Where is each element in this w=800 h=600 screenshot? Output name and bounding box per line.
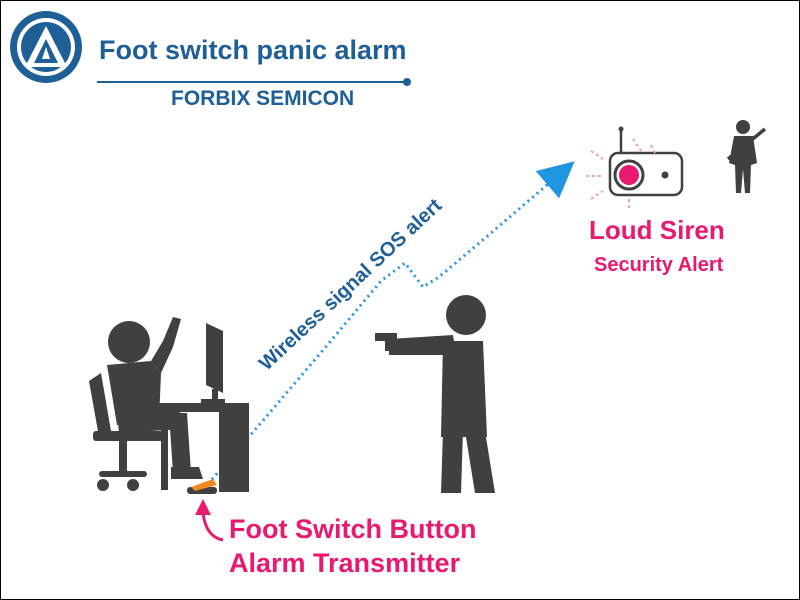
page-title: Foot switch panic alarm	[99, 35, 407, 65]
brand-name: FORBIX SEMICON	[171, 87, 355, 110]
intruder-icon	[375, 295, 495, 493]
security-guard-icon	[726, 120, 767, 193]
foot-switch-label: Foot Switch Button	[229, 514, 477, 544]
forbix-logo-icon	[10, 11, 82, 83]
foot-switch-icon	[187, 479, 217, 494]
siren-sublabel: Security Alert	[594, 254, 724, 276]
header-underline	[97, 78, 411, 86]
foot-switch-pointer-arrow	[195, 499, 224, 542]
siren-alarm-icon	[586, 126, 684, 211]
foot-switch-sublabel: Alarm Transmitter	[229, 548, 461, 578]
wireless-signal-path	[206, 161, 575, 485]
siren-label: Loud Siren	[589, 215, 725, 245]
desk-computer-icon	[157, 323, 249, 492]
office-worker-icon	[89, 317, 203, 491]
